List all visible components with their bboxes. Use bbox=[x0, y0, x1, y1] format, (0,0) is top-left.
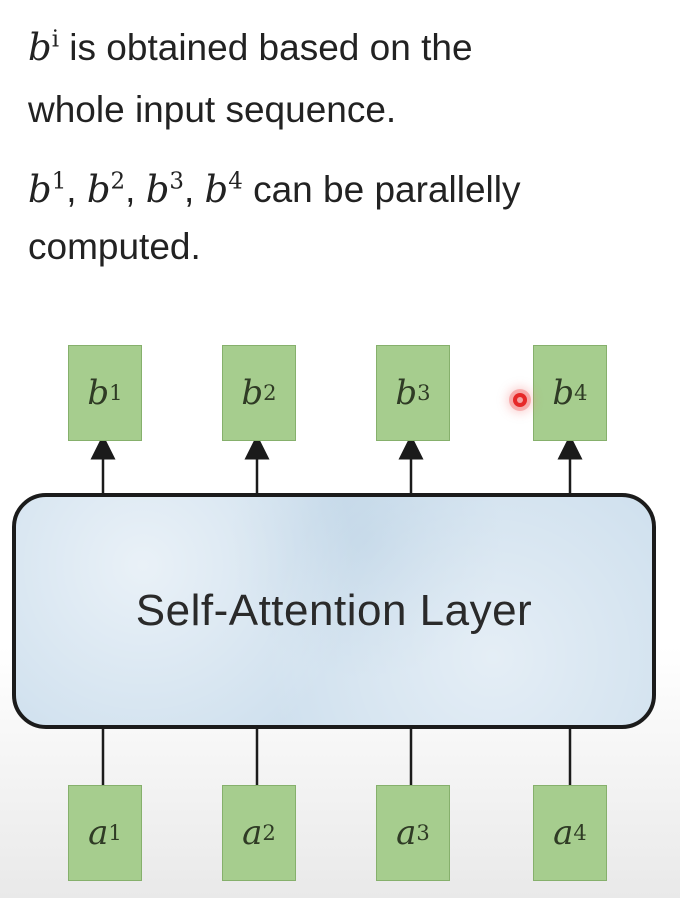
caption-line-1: bi is obtained based on the bbox=[28, 26, 473, 69]
math-b-i: bi bbox=[28, 26, 60, 69]
caption-line-3: b1, b2, b3, b4 can be parallelly bbox=[28, 168, 521, 211]
laser-pointer-dot bbox=[513, 393, 527, 407]
caption-line-2: whole input sequence. bbox=[28, 89, 397, 130]
layer-label: Self-Attention Layer bbox=[135, 586, 533, 635]
self-attention-layer: Self-Attention Layer bbox=[12, 493, 656, 729]
caption-line-4: computed. bbox=[28, 226, 201, 267]
